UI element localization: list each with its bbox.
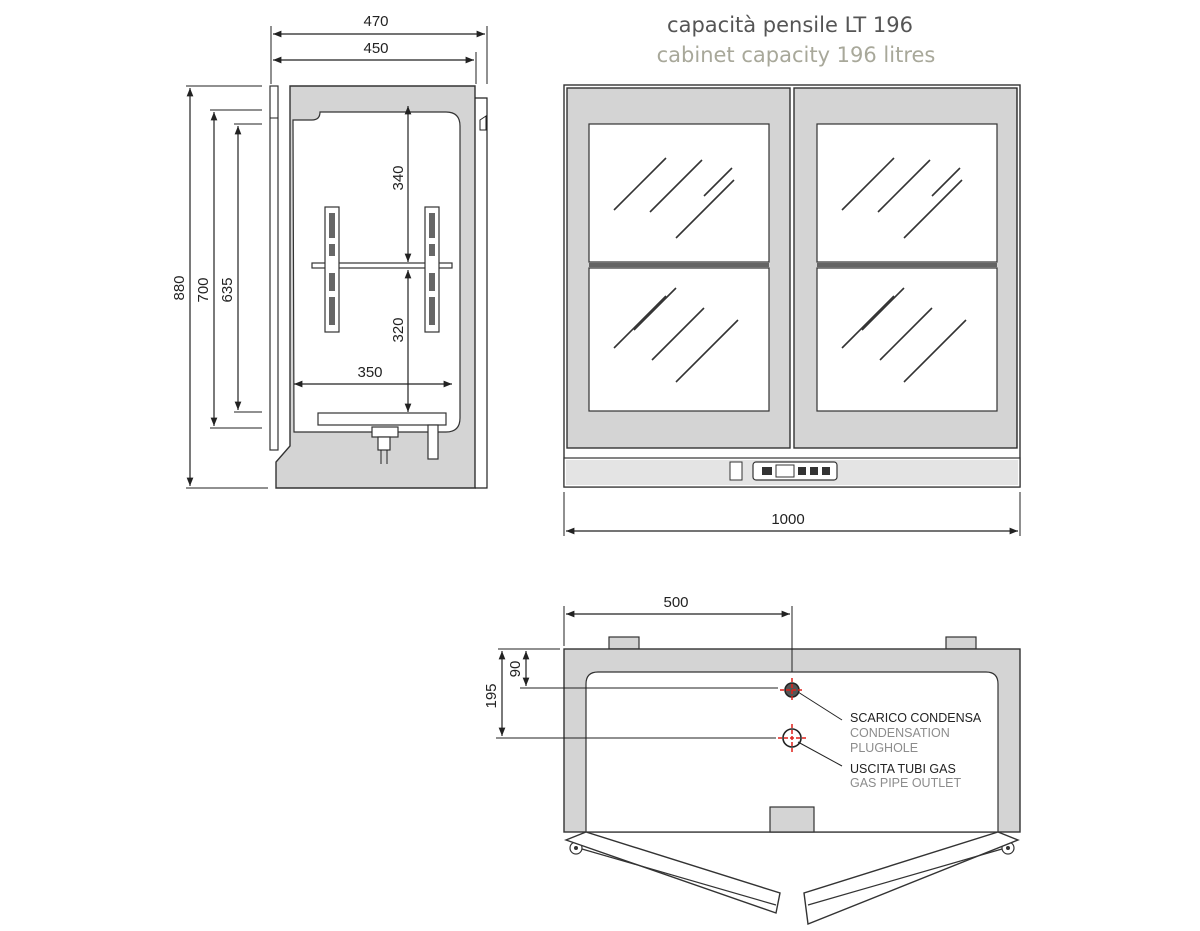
open-door-right [803,831,1020,925]
dim-width-total: 1000 [771,511,804,528]
label-drain-english-2: PLUGHOLE [850,741,918,755]
shelf-support-left [324,206,340,333]
dim-lower-space: 320 [390,317,407,342]
side-shelf [311,262,453,269]
side-outlets [371,424,439,464]
side-drip-tray [317,412,447,426]
side-inner-cavity [292,111,461,433]
side-view: 470 450 340 [171,13,488,489]
label-drain-english-1: CONDENSATION [850,726,950,740]
open-door-left [564,831,781,914]
condensation-drain-marker [780,678,804,702]
dim-depth-total: 470 [363,13,388,30]
dim-shelf-depth: 350 [357,364,382,381]
top-foot-left [608,636,640,650]
glass-pane-left-bottom [588,267,770,412]
shelf-support-right [424,206,440,333]
top-foot-right [945,636,977,650]
dim-height-door: 700 [195,277,212,302]
front-view: 1000 [563,84,1021,536]
glass-pane-left-top [588,123,770,263]
dim-drain-offset: 90 [507,661,524,678]
dim-depth-inner: 450 [363,40,388,57]
dim-height-total: 880 [171,275,188,300]
label-drain-italian: SCARICO CONDENSA [850,711,982,725]
glass-pane-right-top [816,123,998,263]
glass-pane-right-bottom [816,267,998,412]
glass-reflections [613,157,967,383]
dim-gas-offset: 195 [483,683,500,708]
side-door-panel [269,85,279,451]
title-italian: capacità pensile LT 196 [667,13,913,37]
dim-height-glass: 635 [219,277,236,302]
top-view: 500 90 195 SCARICO CONDENSA CONDENSATION… [483,594,1021,925]
label-gas-english: GAS PIPE OUTLET [850,776,962,790]
label-gas-italian: USCITA TUBI GAS [850,762,956,776]
gas-pipe-outlet-marker [778,724,806,752]
title-english: cabinet capacity 196 litres [657,43,936,67]
control-panel [729,461,838,481]
dim-half-width: 500 [663,594,688,611]
title-block: capacità pensile LT 196 cabinet capacity… [657,13,936,67]
dim-upper-space: 340 [390,165,407,190]
top-compressor-box [769,806,815,833]
